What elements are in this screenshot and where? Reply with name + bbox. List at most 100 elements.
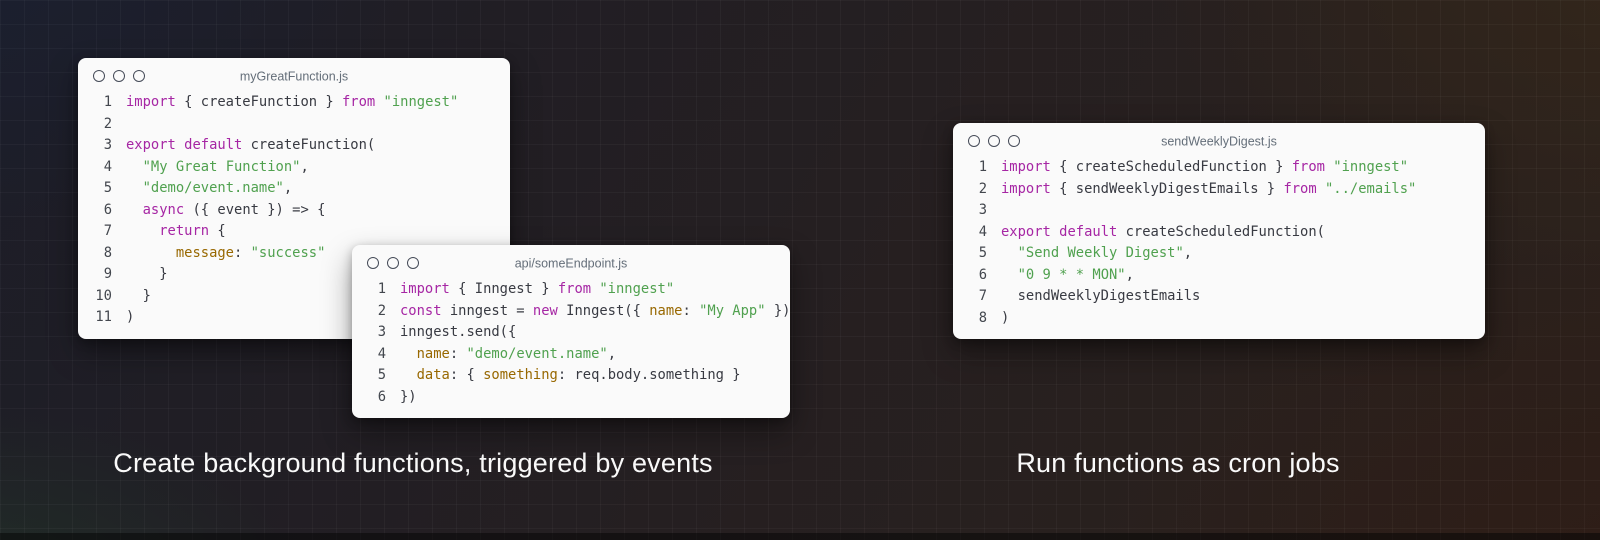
code-block: 1 import { createFunction } from "inngest…	[78, 92, 510, 329]
line-number: 3	[978, 202, 987, 218]
line-content: inngest.send({	[400, 324, 517, 340]
code-line: 3 inngest.send({	[366, 322, 782, 344]
line-content: export default createFunction(	[126, 137, 376, 153]
line-number: 8	[103, 244, 112, 261]
window-dot-icon	[407, 256, 419, 269]
code-line: 3	[967, 200, 1477, 222]
line-number: 7	[103, 223, 112, 239]
line-content: import { createScheduledFunction } from …	[1001, 159, 1409, 175]
bottom-edge-strip	[0, 533, 1600, 540]
line-number: 5	[377, 367, 386, 383]
line-content: export default createScheduledFunction(	[1001, 223, 1325, 240]
line-content: import { sendWeeklyDigestEmails } from "…	[1001, 180, 1417, 197]
code-line: 4 export default createScheduledFunction(	[967, 222, 1477, 244]
line-number: 4	[377, 345, 386, 362]
window-dot-icon	[367, 256, 379, 269]
line-number: 5	[978, 245, 987, 261]
window-dot-icon	[113, 69, 125, 82]
line-content: }	[126, 287, 151, 304]
code-line: 10 }	[92, 286, 502, 308]
line-number: 6	[377, 388, 386, 405]
line-content: "Send Weekly Digest",	[1017, 245, 1193, 261]
code-line: 6})	[366, 387, 782, 409]
line-number: 8	[978, 309, 987, 326]
code-window-send-weekly-digest: sendWeeklyDigest.js 1 import { createSche…	[953, 123, 1485, 339]
code-line: 3 export default createFunction(	[92, 135, 502, 157]
line-content: "0 9 * * MON",	[1017, 266, 1134, 283]
caption-background-functions: Create background functions, triggered b…	[113, 448, 713, 478]
line-content	[126, 114, 134, 136]
window-titlebar: sendWeeklyDigest.js	[953, 123, 1485, 157]
line-content: name: "demo/event.name",	[416, 345, 617, 362]
line-content: )	[126, 309, 135, 325]
code-line: 11)	[92, 307, 502, 329]
code-line: 1 import { createFunction } from "inngest…	[92, 92, 502, 114]
window-title: myGreatFunction.js	[239, 69, 349, 84]
caption-cron-jobs: Run functions as cron jobs	[1016, 448, 1340, 478]
window-dot-icon	[968, 134, 980, 147]
code-window-some-endpoint: api/someEndpoint.js 1 import { Inngest } …	[352, 245, 790, 418]
code-line: 2 import { sendWeeklyDigestEmails } from …	[967, 179, 1477, 201]
line-content: import { createFunction } from "inngest"	[126, 94, 459, 110]
line-content: message: "success"	[175, 244, 326, 261]
line-content: )	[1001, 309, 1010, 326]
code-block: 1 import { Inngest } from "inngest" 2 const…	[352, 279, 791, 409]
line-content: "demo/event.name",	[142, 180, 293, 196]
line-number: 6	[103, 201, 112, 218]
code-line: 5 data: { something: req.body.something …	[366, 365, 782, 387]
code-line: 8)	[967, 308, 1477, 330]
line-content: sendWeeklyDigestEmails	[1001, 288, 1201, 304]
code-line: 4 name: "demo/event.name",	[366, 344, 782, 366]
window-controls	[93, 69, 145, 82]
window-dot-icon	[93, 69, 105, 82]
line-content: "My Great Function",	[142, 158, 309, 175]
window-controls	[968, 134, 1020, 147]
line-content: return {	[159, 223, 226, 239]
line-number: 11	[95, 309, 112, 325]
line-number: 7	[978, 288, 987, 304]
line-number: 2	[978, 180, 987, 197]
code-line: 2	[92, 114, 502, 136]
window-dot-icon	[988, 134, 1000, 147]
code-line: 4 "My Great Function",	[92, 157, 502, 179]
line-number: 6	[978, 266, 987, 283]
code-block: 1 import { createScheduledFunction } from…	[953, 157, 1485, 329]
code-line: 7 sendWeeklyDigestEmails	[967, 286, 1477, 308]
code-line: 1 import { createScheduledFunction } from…	[967, 157, 1477, 179]
window-titlebar: api/someEndpoint.js	[352, 245, 790, 279]
code-line: 8 message: "success"	[92, 243, 502, 265]
line-number: 1	[978, 159, 987, 175]
window-dot-icon	[387, 256, 399, 269]
line-number: 3	[103, 137, 112, 153]
window-title: api/someEndpoint.js	[514, 256, 628, 271]
line-content: import { Inngest } from "inngest"	[400, 281, 675, 297]
code-window-my-great-function: myGreatFunction.js 1 import { createFunct…	[78, 58, 510, 339]
window-title: sendWeeklyDigest.js	[1161, 134, 1277, 149]
line-number: 4	[978, 223, 987, 240]
line-content: const inngest = new Inngest({ name: "My …	[400, 302, 791, 319]
code-line: 9 }	[92, 264, 502, 286]
window-dot-icon	[133, 69, 145, 82]
code-line: 5 "demo/event.name",	[92, 178, 502, 200]
code-line: 6 async ({ event }) => {	[92, 200, 502, 222]
window-controls	[367, 256, 419, 269]
line-number: 2	[377, 302, 386, 319]
line-content: async ({ event }) => {	[142, 201, 326, 218]
line-number: 10	[95, 287, 112, 304]
line-content	[1001, 200, 1009, 222]
line-number: 1	[377, 281, 386, 297]
code-line: 5 "Send Weekly Digest",	[967, 243, 1477, 265]
code-line: 2 const inngest = new Inngest({ name: "My…	[366, 301, 791, 323]
line-number: 3	[377, 324, 386, 340]
line-number: 9	[103, 266, 112, 282]
line-content: })	[400, 388, 417, 405]
window-titlebar: myGreatFunction.js	[78, 58, 510, 92]
code-line: 7 return {	[92, 221, 502, 243]
line-number: 1	[103, 94, 112, 110]
window-dot-icon	[1008, 134, 1020, 147]
code-line: 6 "0 9 * * MON",	[967, 265, 1477, 287]
line-number: 5	[103, 180, 112, 196]
line-content: data: { something: req.body.something }	[416, 367, 741, 383]
line-content: }	[126, 266, 168, 282]
